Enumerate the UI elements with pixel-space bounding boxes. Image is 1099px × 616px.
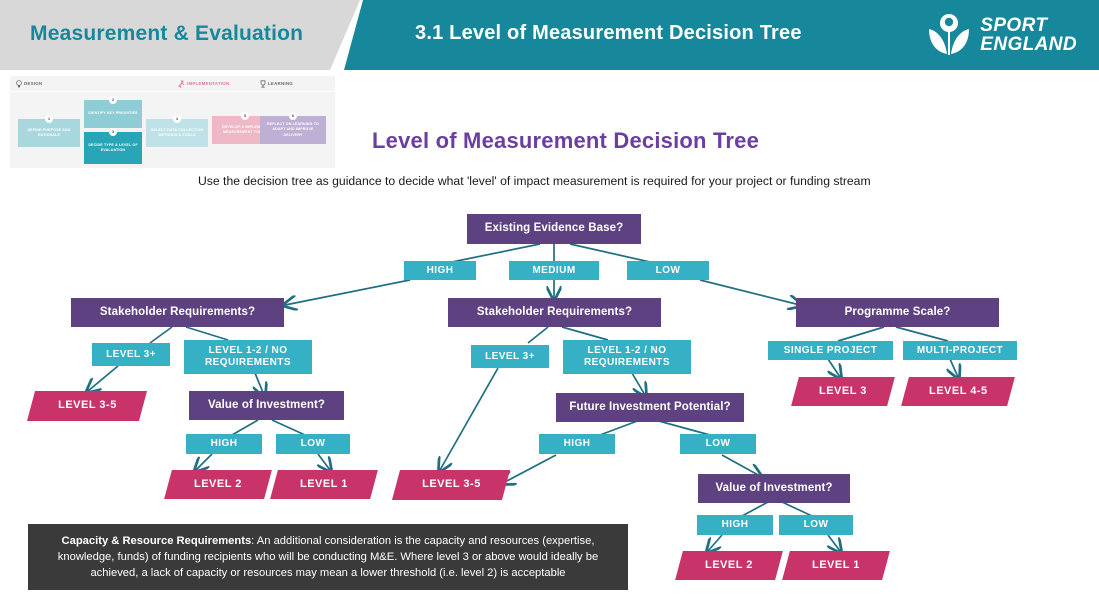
decision-tree-subtitle: Use the decision tree as guidance to dec…	[198, 174, 871, 188]
edge-label-level-3-plus-middle[interactable]: LEVEL 3+	[471, 345, 549, 368]
process-step-number: 4	[173, 115, 181, 123]
header-teal-band	[344, 0, 1099, 70]
edge-label-level-1-2-no-req-middle[interactable]: LEVEL 1-2 / NO REQUIREMENTS	[563, 340, 691, 374]
process-step-3: 3 DECIDE TYPE & LEVEL OF EVALUATION	[84, 128, 142, 164]
process-phase-label: IMPLEMENTATION	[187, 81, 230, 86]
note-text: Capacity & Resource Requirements: An add…	[40, 533, 616, 582]
page-title: 3.1 Level of Measurement Decision Tree	[415, 22, 802, 44]
lightbulb-icon	[16, 79, 22, 87]
process-phase-label: LEARNING	[268, 81, 293, 86]
sport-england-logo: SPORT ENGLAND	[927, 12, 1077, 58]
process-step-label: DECIDE TYPE & LEVEL OF EVALUATION	[88, 142, 138, 152]
process-strip-thumbnail: DESIGN IMPLEMENTATION LEARNING 1 DEFINE …	[10, 76, 335, 168]
outcome-level-2-left[interactable]: LEVEL 2	[164, 470, 272, 499]
process-step-label: DEVELOP & IMPLEMENT MEASUREMENT TOOLS	[222, 124, 268, 134]
process-phase-learning: LEARNING	[260, 79, 293, 88]
edge-label-level-3-plus-left[interactable]: LEVEL 3+	[92, 343, 170, 366]
process-step-2: 2 IDENTIFY KEY PRIORITIES	[84, 96, 142, 128]
edge-label-low-voi-left[interactable]: LOW	[276, 434, 350, 454]
edge-label-level-1-2-no-req-left[interactable]: LEVEL 1-2 / NO REQUIREMENTS	[184, 340, 312, 374]
outcome-level-1-left[interactable]: LEVEL 1	[270, 470, 378, 499]
note-body: : An additional consideration is the cap…	[57, 534, 599, 580]
page-header: Measurement & Evaluation 3.1 Level of Me…	[0, 0, 1099, 70]
edge-label-low-fip[interactable]: LOW	[680, 434, 756, 454]
process-step-4: 4 SELECT DATA COLLECTION METHODS & TOOLS	[146, 115, 208, 147]
process-phase-bar: DESIGN IMPLEMENTATION LEARNING	[10, 76, 335, 91]
process-phase-label: DESIGN	[24, 81, 43, 86]
edge-label-high-voi-right[interactable]: HIGH	[697, 515, 773, 535]
outcome-level-3-5-left[interactable]: LEVEL 3-5	[26, 391, 148, 421]
node-programme-scale[interactable]: Programme Scale?	[796, 298, 999, 327]
node-future-investment-potential[interactable]: Future Investment Potential?	[556, 393, 744, 422]
process-step-number: 1	[45, 115, 53, 123]
outcome-level-1-right[interactable]: LEVEL 1	[782, 551, 890, 580]
edge-label-high-fip[interactable]: HIGH	[539, 434, 615, 454]
process-step-label: SELECT DATA COLLECTION METHODS & TOOLS	[150, 127, 204, 137]
edge-label-high[interactable]: HIGH	[404, 261, 476, 280]
process-step-label: REFLECT ON LEARNING TO ADAPT AND IMPROVE…	[267, 122, 319, 137]
outcome-level-2-right[interactable]: LEVEL 2	[675, 551, 783, 580]
header-section-label: Measurement & Evaluation	[30, 22, 304, 45]
runner-icon	[178, 79, 185, 88]
node-stakeholder-requirements-middle[interactable]: Stakeholder Requirements?	[448, 298, 661, 327]
process-step-1: 1 DEFINE PURPOSE AND RATIONALE	[18, 115, 80, 147]
process-phase-implementation: IMPLEMENTATION	[178, 79, 230, 88]
trophy-icon	[260, 79, 266, 88]
process-step-number: 5	[241, 112, 249, 120]
logo-wordmark: SPORT ENGLAND	[980, 16, 1077, 54]
node-existing-evidence-base[interactable]: Existing Evidence Base?	[467, 214, 641, 244]
edge-label-high-voi-left[interactable]: HIGH	[186, 434, 262, 454]
header-grey-band	[0, 0, 360, 70]
node-value-of-investment-right[interactable]: Value of Investment?	[698, 474, 850, 503]
logo-line-sport: SPORT	[980, 15, 1048, 36]
process-phase-design: DESIGN	[16, 79, 43, 88]
logo-line-england: ENGLAND	[980, 34, 1077, 55]
outcome-level-3[interactable]: LEVEL 3	[791, 377, 895, 406]
edge-label-low-voi-right[interactable]: LOW	[779, 515, 853, 535]
node-value-of-investment-left[interactable]: Value of Investment?	[189, 391, 344, 420]
edge-label-medium[interactable]: MEDIUM	[509, 261, 599, 280]
process-step-number: 3	[109, 128, 117, 136]
edge-label-single-project[interactable]: SINGLE PROJECT	[768, 341, 893, 360]
process-step-number: 2	[109, 96, 117, 104]
sport-england-figure-icon	[927, 12, 971, 58]
node-stakeholder-requirements-left[interactable]: Stakeholder Requirements?	[71, 298, 284, 327]
outcome-level-4-5[interactable]: LEVEL 4-5	[901, 377, 1015, 406]
edge-label-multi-project[interactable]: MULTI-PROJECT	[903, 341, 1017, 360]
outcome-level-3-5-middle[interactable]: LEVEL 3-5	[391, 470, 511, 500]
edge-label-low[interactable]: LOW	[627, 261, 709, 280]
process-step-6: 6 REFLECT ON LEARNING TO ADAPT AND IMPRO…	[260, 112, 326, 144]
process-step-label: IDENTIFY KEY PRIORITIES	[88, 111, 138, 116]
process-step-label: DEFINE PURPOSE AND RATIONALE	[27, 127, 71, 137]
process-step-number: 6	[289, 112, 297, 120]
process-steps: 1 DEFINE PURPOSE AND RATIONALE 2 IDENTIF…	[10, 92, 335, 168]
capacity-resource-note: Capacity & Resource Requirements: An add…	[28, 524, 628, 590]
note-heading: Capacity & Resource Requirements	[61, 534, 252, 547]
decision-tree-title: Level of Measurement Decision Tree	[372, 128, 760, 153]
